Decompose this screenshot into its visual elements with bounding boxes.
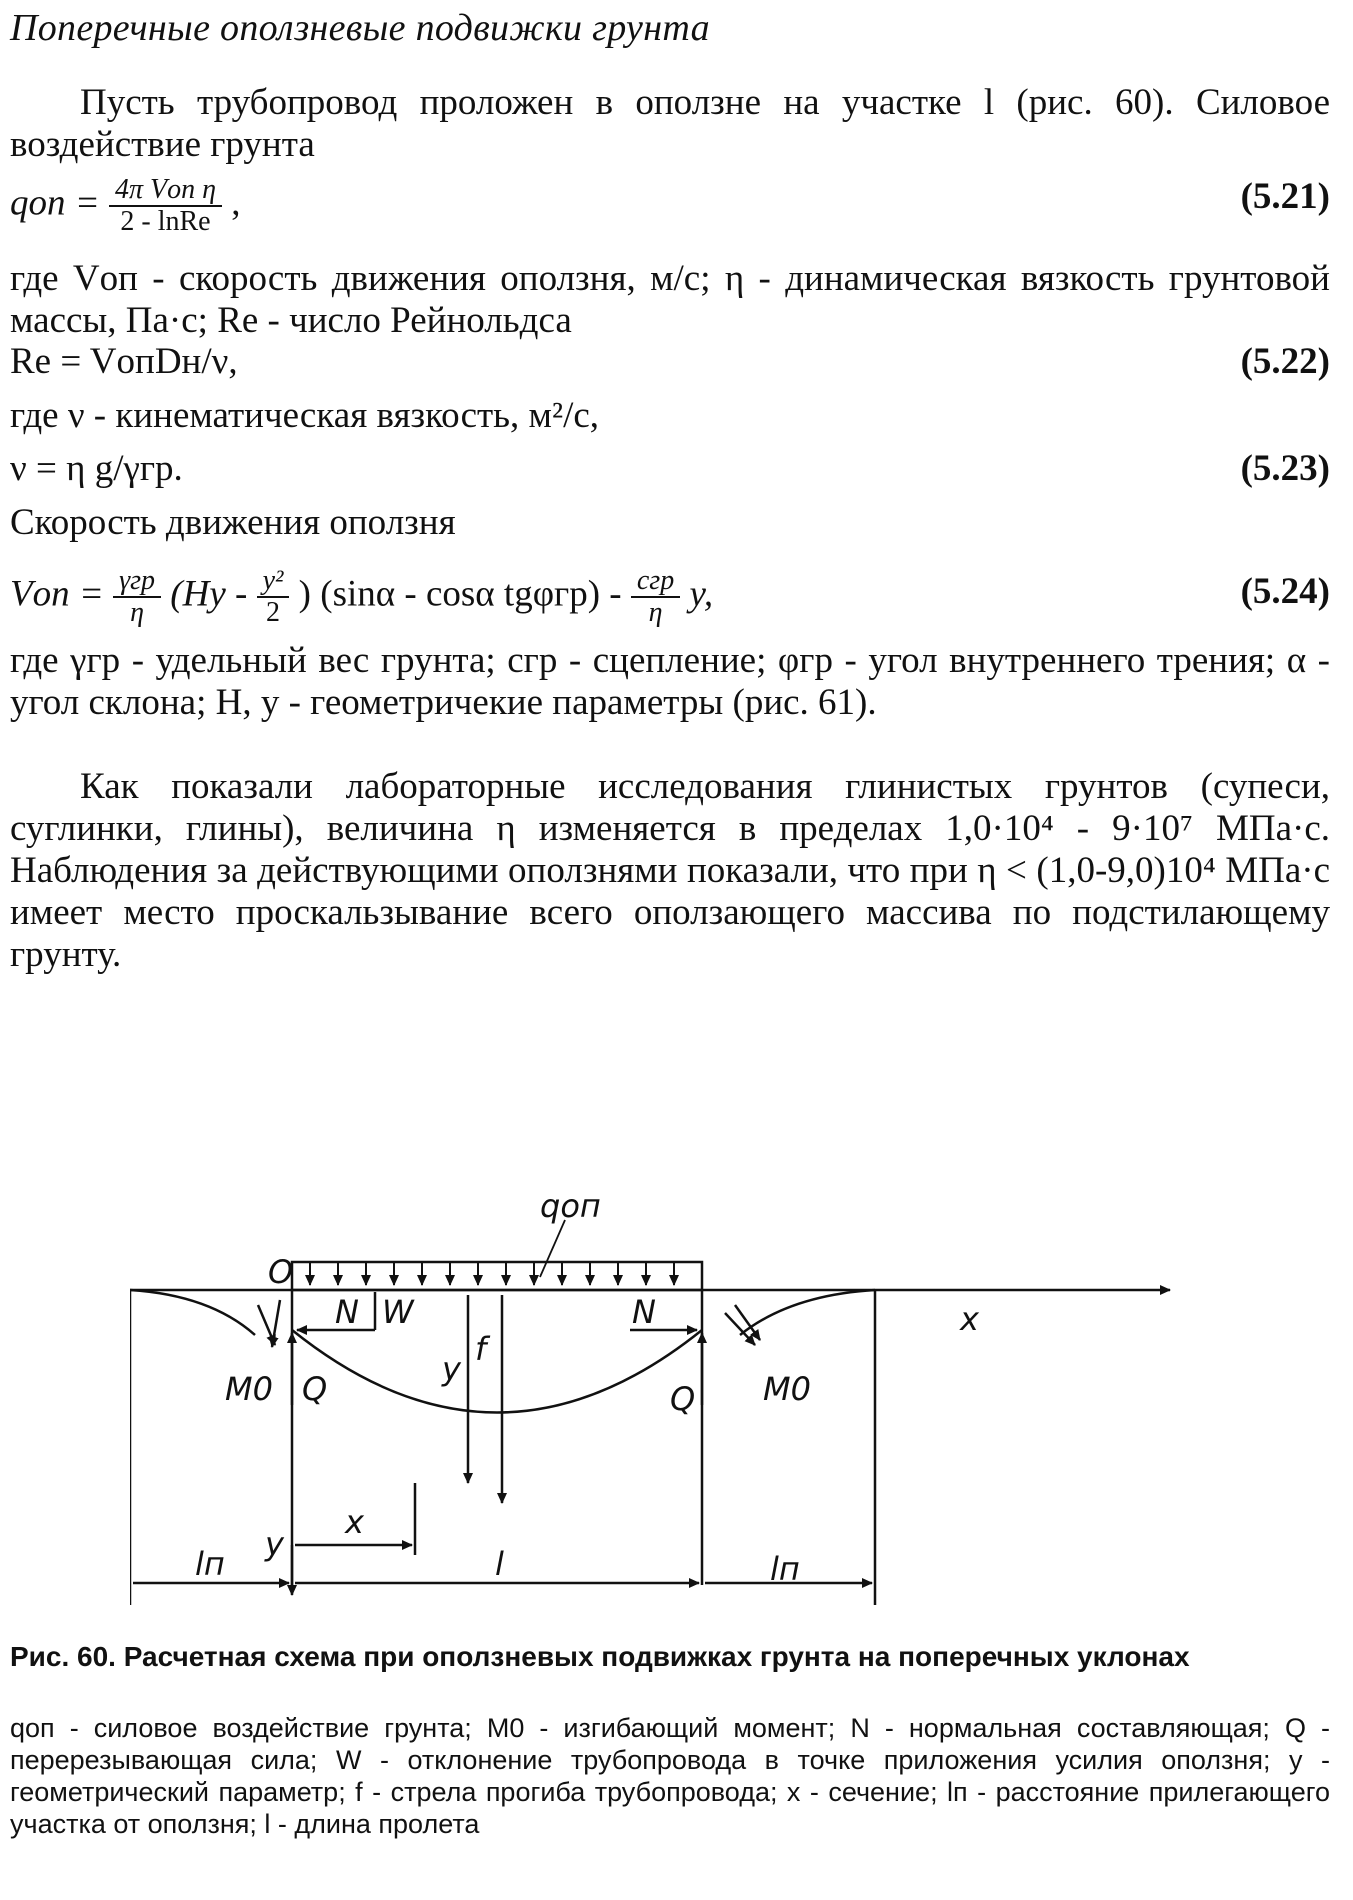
label-y-dim: y [441,1350,462,1388]
paragraph-6: Как показали лабораторные исследования г… [10,766,1330,975]
label-m0-left: M0 [225,1370,273,1408]
eq-fraction-1: γгр η [113,566,162,628]
eq-tail: , [231,182,241,224]
load-block [290,1260,704,1292]
label-q: qоп [540,1195,601,1225]
label-lp-right: lп [770,1550,800,1588]
figure-60: qоп O x N W N M0 M0 Q Q y f x y lп l lп [128,1187,1230,1635]
paragraph-5: где γгр - удельный вес грунта; cгр - сце… [10,640,1330,723]
section-title: Поперечные оползневые подвижки грунта [10,7,710,49]
pipeline-deflection [291,1329,703,1414]
eq-numerator: 4π Vоп η [108,175,222,207]
eq-fraction-2: y² 2 [256,566,290,628]
paragraph-2: где Vоп - скорость движения оползня, м/с… [10,258,1330,341]
label-l-span: l [495,1545,504,1583]
figure-caption-title: Рис. 60. Расчетная схема при оползневых … [10,1641,1190,1672]
label-n-right: N [632,1293,656,1331]
eq-expression: ν = η g/γгр. [10,448,183,489]
label-origin: O [268,1253,293,1291]
m0-right-arrow-1 [733,1304,762,1341]
eq-bracket-right: ) [298,573,311,615]
eq-denominator: η [648,597,663,628]
label-n-left: N [335,1293,359,1331]
paragraph-1: Пусть трубопровод проложен в оползне на … [10,82,1330,165]
eq-fraction: 4π Vоп η 2 - lnRe [108,175,222,237]
label-x-dim: x [344,1503,365,1541]
q-leader [539,1219,566,1278]
eq-denominator: 2 - lnRe [120,206,211,237]
left-adjacent-curve [129,1288,256,1336]
load-arrows [305,1262,679,1286]
label-lp-left: lп [195,1545,225,1583]
equation-number: (5.21) [1240,176,1330,217]
equation-number: (5.22) [1240,341,1330,382]
calculation-scheme-diagram: qоп O x N W N M0 M0 Q Q y f x y lп l lп [128,1187,1171,1605]
paragraph-4: Скорость движения оползня [10,502,456,543]
eq-denominator: 2 [266,597,280,628]
eq-denominator: η [130,597,144,628]
figure-caption-legend: qоп - силовое воздействие грунта; M0 - и… [10,1713,1330,1839]
equation-5-23: ν = η g/γгр. (5.23) [10,447,1330,507]
label-q-left: Q [302,1370,327,1408]
eq-fraction-3: cгр η [630,566,681,628]
label-y-axis: y [264,1525,285,1563]
equation-5-24: Vоп = γгр η (Hy - y² 2 ) (sinα - cosα tg… [10,560,1330,630]
m0-right-arrow-2 [724,1312,756,1346]
eq-middle: (sinα - cosα tgφгр) - [320,573,622,615]
eq-numerator: y² [256,566,290,598]
label-w: W [382,1293,415,1331]
eq-numerator: cгр [630,566,681,598]
eq-expression: Re = VопDн/ν, [10,341,238,382]
equation-number: (5.24) [1240,571,1330,612]
eq-lhs: Vоп = [10,573,104,615]
eq-lhs: qоп = [10,182,100,224]
equation-5-22: Re = VопDн/ν, (5.22) [10,340,1330,400]
equation-5-21: qоп = 4π Vоп η 2 - lnRe , (5.21) [10,175,1330,237]
eq-bracket-left: (Hy - [170,573,248,615]
paragraph-3: где ν - кинематическая вязкость, м²/с, [10,395,600,436]
equation-number: (5.23) [1240,448,1330,489]
m0-left-arrow-2 [268,1299,282,1348]
label-m0-right: M0 [763,1370,811,1408]
right-adjacent-curve [739,1288,876,1336]
eq-tail: y, [689,573,714,615]
label-f-dim: f [475,1330,491,1368]
eq-numerator: γгр [113,566,162,598]
label-x-axis: x [959,1300,980,1338]
label-q-right: Q [670,1380,695,1418]
